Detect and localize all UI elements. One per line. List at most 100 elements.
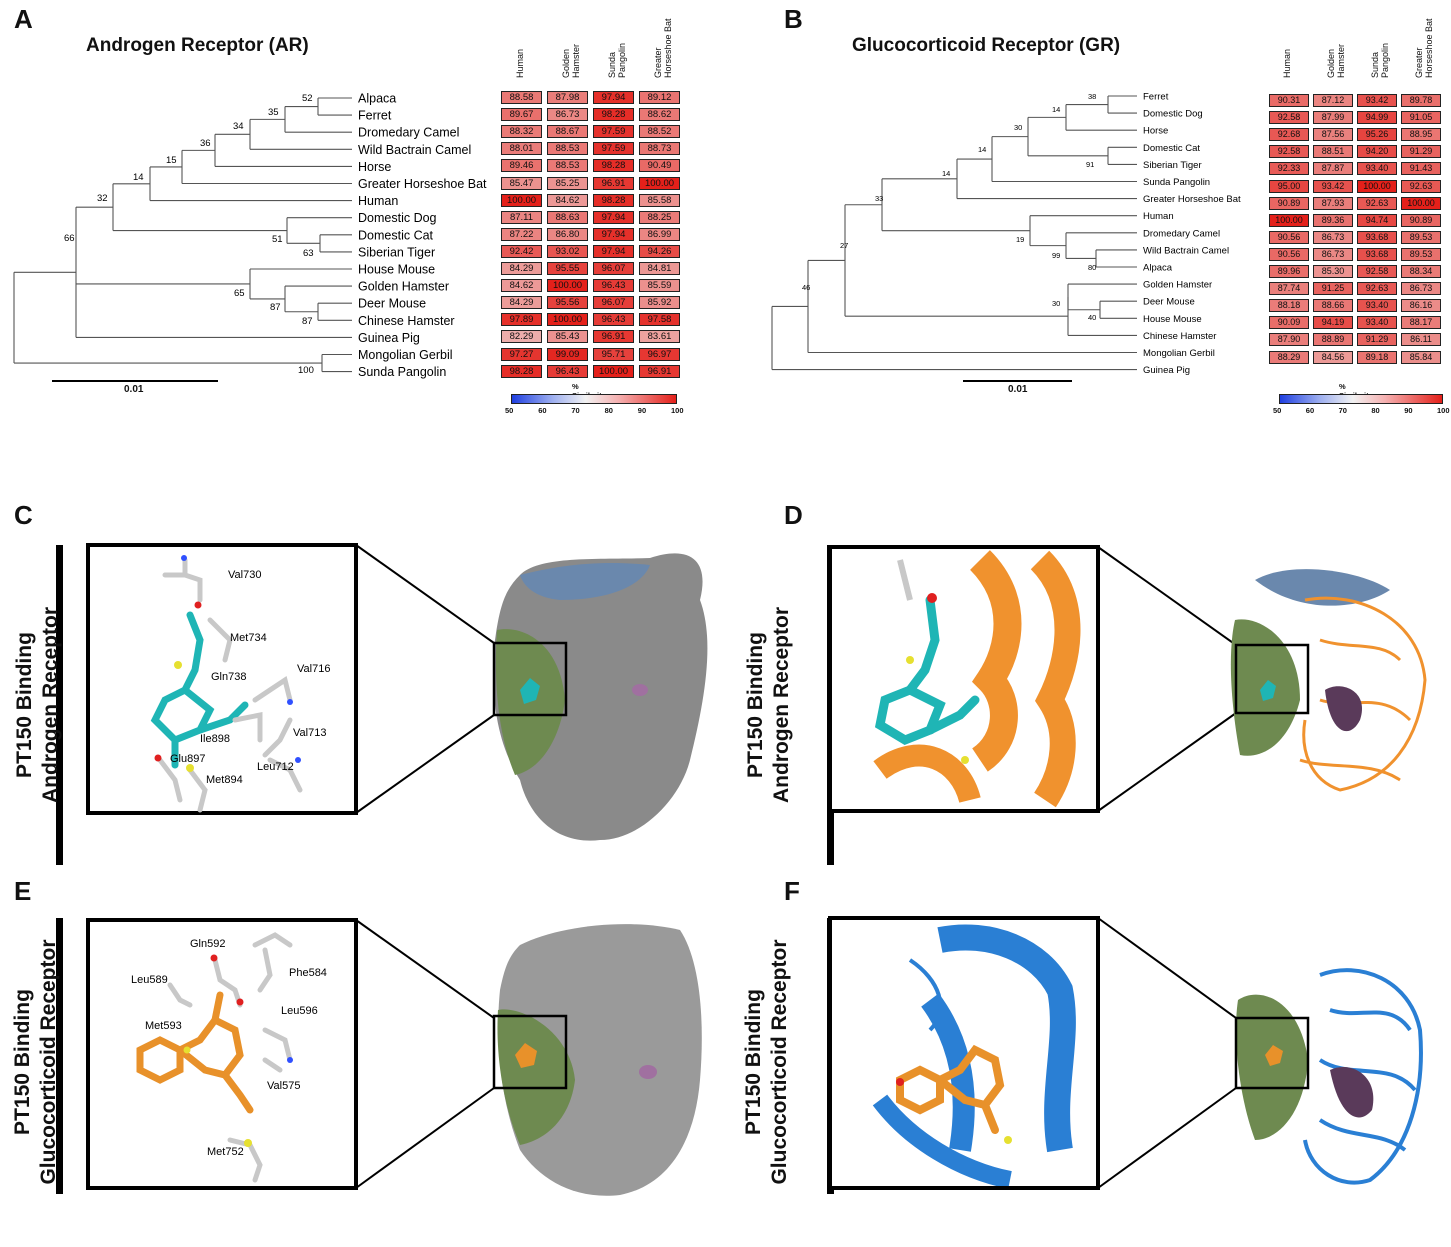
heatmap-cell: 88.62 <box>639 108 680 122</box>
heatmap-cell: 97.89 <box>501 313 542 327</box>
zoom-connector-line <box>1097 546 1237 646</box>
ligand-in-pocket <box>1265 1045 1283 1066</box>
scale-bar-label-a: 0.01 <box>124 384 144 395</box>
ar-surface-model <box>493 553 708 841</box>
taxon-label: Dromedary Camel <box>1143 228 1220 239</box>
zoom-connector-line <box>1097 712 1237 812</box>
heatmap-cell: 88.53 <box>547 142 588 156</box>
heatmap-cell: 86.73 <box>1313 247 1353 261</box>
panel-b-title: Glucocorticoid Receptor (GR) <box>852 35 1121 56</box>
zoom-inset-frame <box>86 543 358 815</box>
heatmap-cell: 90.56 <box>1269 230 1309 244</box>
pt150-ligand-gr-ribbon-view <box>896 1044 1005 1134</box>
heatmap-cell: 91.29 <box>1357 333 1397 347</box>
zoom-connector-line <box>355 714 495 814</box>
colorbar-tick-label: 50 <box>1273 406 1282 415</box>
taxon-label: Guinea Pig <box>1143 365 1190 376</box>
heatmap-cell: 100.00 <box>501 193 542 207</box>
taxon-label: Siberian Tiger <box>358 245 435 259</box>
residue-label: Ile898 <box>200 733 230 745</box>
bootstrap-value: 63 <box>303 248 314 259</box>
ligand-in-pocket <box>520 678 540 704</box>
heatmap-cell: 89.18 <box>1357 350 1397 364</box>
heatmap-cell: 84.81 <box>639 262 680 275</box>
heatmap-cell: 96.91 <box>593 330 634 344</box>
heatmap-cell: 88.73 <box>639 142 680 156</box>
bootstrap-value: 32 <box>97 193 108 204</box>
heatmap-cell: 88.67 <box>547 125 588 139</box>
heatmap-cell: 88.95 <box>1401 128 1441 142</box>
heatmap-cell: 84.29 <box>501 262 542 275</box>
zoom-connector-line <box>355 919 495 1019</box>
panel-a-title: Androgen Receptor (AR) <box>86 35 309 56</box>
heatmap-cell: 88.29 <box>1269 350 1309 364</box>
heatmap-cell: 91.29 <box>1401 145 1441 159</box>
residue-label: Met752 <box>207 1146 244 1158</box>
pt150-ligand-ar-ribbon-view <box>874 595 980 746</box>
zoom-inset-frame <box>86 918 358 1190</box>
panel-letter-c: C <box>14 500 33 530</box>
heatmap-cell: 92.58 <box>1269 145 1309 159</box>
taxon-label: Golden Hamster <box>358 280 449 294</box>
heatmap-cell: 87.98 <box>547 91 588 104</box>
taxon-label: Ferret <box>358 109 392 123</box>
heatmap-cell: 86.99 <box>639 227 680 241</box>
heatmap-cell: 87.87 <box>1313 162 1353 176</box>
bootstrap-value: 34 <box>233 121 244 132</box>
heatmap-cell: 94.20 <box>1357 145 1397 159</box>
colorbar-tick-label: 70 <box>1338 406 1347 415</box>
heatmap-cell: 88.18 <box>1269 299 1309 313</box>
taxon-label: Golden Hamster <box>1143 280 1212 291</box>
bootstrap-value: 27 <box>840 241 848 250</box>
taxon-label: Guinea Pig <box>358 331 420 345</box>
gr-ribbon-model <box>1235 968 1423 1185</box>
heatmap-cell: 92.33 <box>1269 162 1309 176</box>
colorbar-tick-label: 70 <box>571 406 580 415</box>
heatmap-cell: 87.93 <box>1313 196 1353 210</box>
bootstrap-value: 99 <box>1052 251 1060 260</box>
bootstrap-value: 38 <box>1088 92 1096 101</box>
zoom-region-box <box>1234 1016 1310 1090</box>
heatmap-cell: 96.91 <box>639 364 680 378</box>
zoom-region-box <box>1234 643 1310 715</box>
bootstrap-value: 14 <box>978 145 986 154</box>
heatmap-cell: 94.99 <box>1357 111 1397 125</box>
bootstrap-value: 87 <box>302 316 313 327</box>
bootstrap-value: 46 <box>802 283 810 292</box>
bootstrap-value: 30 <box>1052 299 1060 308</box>
gr-ribbon-inset <box>830 918 1098 1189</box>
heatmap-cell: 90.31 <box>1269 94 1309 107</box>
heatmap-cell: 92.68 <box>1269 128 1309 142</box>
colorbar-tick-label: 50 <box>505 406 514 415</box>
residue-label: Gln738 <box>211 671 246 683</box>
heatmap-cell: 87.74 <box>1269 282 1309 296</box>
heatmap-cell: 87.12 <box>1313 94 1353 107</box>
panel-letter-f: F <box>784 876 800 906</box>
panel-c-side-bar <box>56 545 63 865</box>
residue-label: Phe584 <box>289 967 327 979</box>
residue-label: Val713 <box>293 727 326 739</box>
bootstrap-value: 36 <box>200 138 211 149</box>
ligand-in-pocket <box>1260 680 1276 701</box>
heatmap-cell: 85.59 <box>639 279 680 293</box>
taxon-label: Greater Horseshoe Bat <box>358 177 487 191</box>
heatmap-cell: 97.94 <box>593 91 634 104</box>
residue-label: Leu596 <box>281 1005 318 1017</box>
heatmap-cell: 97.27 <box>501 347 542 361</box>
heatmap-cell: 84.29 <box>501 296 542 310</box>
taxon-label: Wild Bactrain Camel <box>1143 245 1229 256</box>
heatmap-cell: 86.73 <box>1313 230 1353 244</box>
ligand-in-pocket <box>515 1043 537 1068</box>
taxon-label: Horse <box>1143 126 1168 137</box>
taxon-label: Chinese Hamster <box>1143 331 1216 342</box>
scale-bar-label-b: 0.01 <box>1008 384 1028 395</box>
taxon-label: Domestic Cat <box>358 228 434 242</box>
taxon-label: Chinese Hamster <box>358 314 455 328</box>
colorbar-gradient <box>1279 394 1443 404</box>
heatmap-cell: 86.80 <box>547 227 588 241</box>
zoom-connector-line <box>355 1087 495 1189</box>
heatmap-cell: 98.28 <box>501 364 542 378</box>
bootstrap-value: 100 <box>298 365 314 376</box>
